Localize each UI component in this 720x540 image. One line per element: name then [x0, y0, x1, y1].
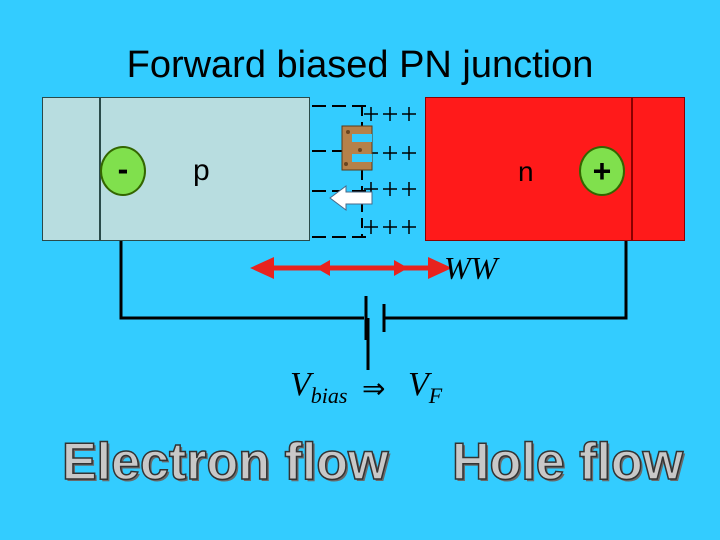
bias-voltage-label: Vbias [290, 366, 347, 409]
vf-v: V [408, 366, 429, 403]
negative-terminal: - [100, 146, 146, 196]
n-region-label: n [518, 156, 534, 187]
implies-symbol: ⇒ [362, 372, 386, 405]
n-type-region [425, 97, 685, 241]
depletion-width-label: WW [444, 250, 498, 286]
circuit-wires [119, 241, 628, 370]
bias-v: V [290, 366, 311, 403]
electric-field-symbol [341, 125, 373, 171]
electron-flow-label: Electron flow [61, 432, 389, 492]
hole-flow-label: Hole flow [451, 432, 684, 492]
n-contact-line [631, 97, 633, 241]
vf-subscript: F [428, 382, 443, 408]
field-direction-arrow [329, 185, 373, 211]
bias-subscript: bias [310, 382, 348, 408]
forward-voltage-label: VF [408, 366, 442, 409]
diagram-title: Forward biased PN junction [126, 44, 594, 86]
width-arrow [250, 257, 452, 279]
positive-terminal: + [579, 146, 625, 196]
p-type-region [42, 97, 310, 241]
p-region-label: p [193, 154, 210, 187]
